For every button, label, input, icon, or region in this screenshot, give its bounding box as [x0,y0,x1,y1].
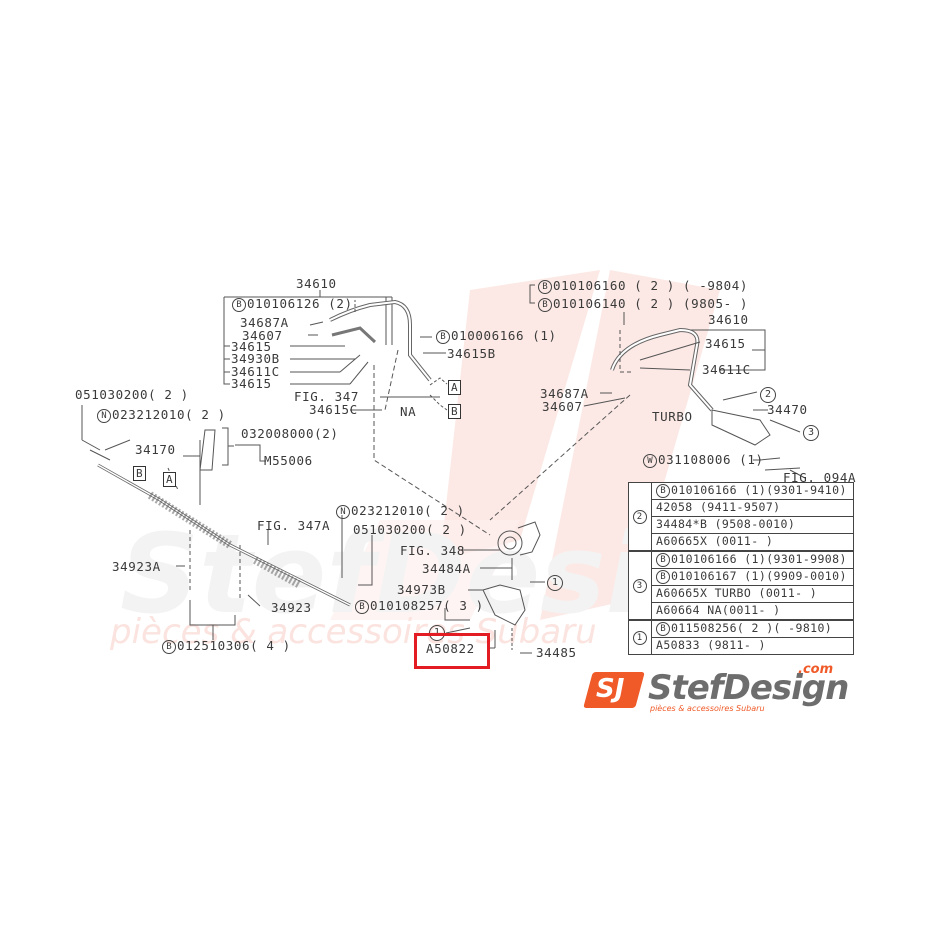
label-34611c: 34611C [231,364,280,379]
table-row: A60665X TURBO (0011- ) [652,586,853,603]
label-na-hose-assy: 34610 [296,276,337,291]
label-fig-094a: FIG. 094A [783,470,857,485]
label-34687a: 34687A [240,315,289,330]
b-mark-icon: B [538,279,552,294]
logo-tagline: pièces & accessoires Subaru [650,704,765,713]
callout-2-key: 2 [632,509,647,524]
label-fig-347: FIG. 347 [294,389,360,404]
highlight-box-a50822 [414,633,490,669]
ref-box-a-rack: A [163,472,177,487]
label-34930b: 34930B [231,351,280,366]
table-row: A60664 NA(0011- ) [656,603,781,617]
label-34170: 34170 [135,442,176,457]
n-mark-icon: N [336,504,350,519]
logo-domain: .com [798,662,834,677]
callout-3: 3 [803,425,820,441]
table-row: 42058 (9411-9507) [652,500,853,517]
label-34973b: 34973B [397,582,446,597]
label-m55006: M55006 [264,453,313,468]
ref-box-b: B [448,404,462,419]
label-34607: 34607 [242,328,283,343]
label-fig-347a: FIG. 347A [257,518,331,533]
b-mark-icon: B [232,297,246,312]
label-032008000: 032008000(2) [241,426,339,441]
callout-1-right: 1 [547,575,564,591]
n-mark-icon: N [97,408,111,423]
stefdesign-logo: SJ StefDesign .com pièces & accessoires … [583,662,849,716]
table-row: 34484*B (9508-0010) [652,517,853,534]
label-34470: 34470 [767,402,808,417]
ref-box-a: A [448,380,462,395]
table-row: A60665X (0011- ) [656,534,774,548]
ref-box-b-rack: B [133,466,147,481]
label-34607-turbo: 34607 [542,399,583,414]
logo-name: StefDesign [648,668,849,708]
b-mark-icon: B [538,297,552,312]
label-34484a: 34484A [422,561,471,576]
b-mark-icon: B [162,639,176,654]
b-mark-icon: B [436,329,450,344]
label-turbo: TURBO [652,409,693,424]
label-fig-348: FIG. 348 [400,543,466,558]
label-turbo-hose-assy: 34610 [708,312,749,327]
label-34687a-turbo: 34687A [540,386,589,401]
callout-1-key: 1 [632,630,647,645]
label-051030200-left: 051030200( 2 ) [75,387,189,402]
callout-3-key: 3 [632,578,647,593]
table-row: A50833 (9811- ) [656,638,766,652]
label-051030200-right: 051030200( 2 ) [353,522,467,537]
label-34923a: 34923A [112,559,161,574]
label-a50822[interactable]: A50822 [426,641,475,656]
label-34615-turbo: 34615 [705,336,746,351]
label-34615: 34615 [231,339,272,354]
label-34615c: 34615C [309,402,358,417]
callout-2: 2 [760,387,777,403]
label-34485: 34485 [536,645,577,660]
label-na: NA [400,404,417,419]
label-34615: 34615 [231,376,272,391]
watermark-tagline: pièces & accessoires Subaru [110,612,597,652]
label-34923: 34923 [271,600,312,615]
label-34611c-turbo: 34611C [702,362,751,377]
b-mark-icon: B [355,599,369,614]
w-mark-icon: W [643,453,657,468]
label-34615b: 34615B [447,346,496,361]
